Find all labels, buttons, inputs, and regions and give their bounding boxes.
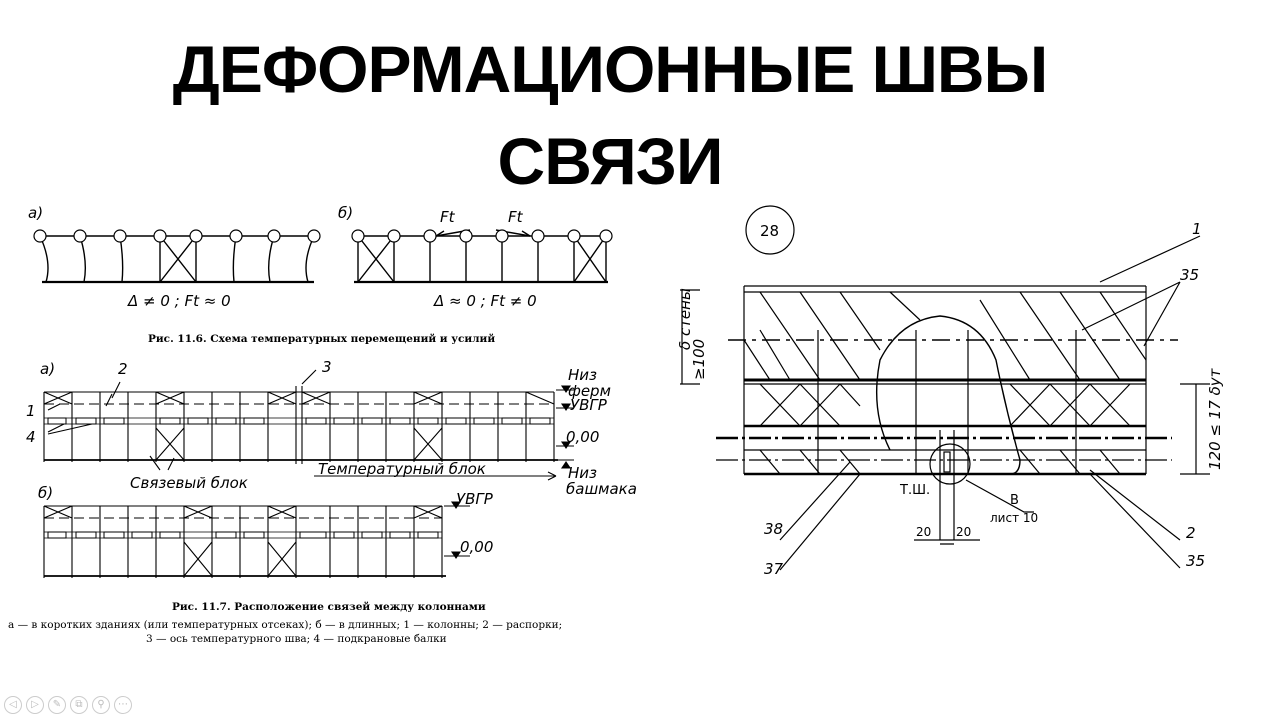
detail-ref-35-top: 35 <box>1180 266 1199 284</box>
fig116-force-left: Ft <box>440 208 456 226</box>
detail-wall-thickness: δ стены <box>676 288 694 350</box>
fig116-equation-a: Δ ≠ 0 ; Ft ≈ 0 <box>127 292 231 310</box>
slideshow-controls: ◁ ▷ ✎ ⧉ ⚲ ⋯ <box>4 696 132 714</box>
detail-sheet: лист 10 <box>990 511 1038 525</box>
fig117-temp-block: Температурный блок <box>318 460 486 478</box>
detail-ref-35-bottom: 35 <box>1186 552 1205 570</box>
detail-circle-number: 28 <box>760 222 779 240</box>
next-slide-icon[interactable]: ▷ <box>26 696 44 714</box>
slides-overview-icon[interactable]: ⧉ <box>70 696 88 714</box>
fig117-ref-3: 3 <box>322 358 332 376</box>
detail-min-100: ≥100 <box>690 339 708 380</box>
fig117-niz-bash-1: Низ <box>568 464 597 482</box>
fig117-zero: 0,00 <box>566 428 599 446</box>
more-options-icon[interactable]: ⋯ <box>114 696 132 714</box>
detail-dim-right: 120 ≤ 17 δут <box>1206 367 1224 470</box>
fig117-zero-b: 0,00 <box>460 538 493 556</box>
fig116-caption: Рис. 11.6. Схема температурных перемещен… <box>148 333 495 345</box>
fig117-niz-bash-2: башмака <box>566 480 637 498</box>
detail-ref-37: 37 <box>764 560 784 578</box>
fig116-force-right: Ft <box>508 208 524 226</box>
fig117-b-frame <box>43 501 470 578</box>
fig117-legend-1: а — в коротких зданиях (или температурны… <box>8 619 562 631</box>
detail-ref-38: 38 <box>764 520 783 538</box>
slide-title-line-2: СВЯЗИ <box>497 124 724 198</box>
fig116-label-b: б) <box>338 204 353 222</box>
fig116-label-a: а) <box>28 204 43 222</box>
detail-view-b: В <box>1010 493 1019 508</box>
fig117-a-frame <box>43 369 574 481</box>
zoom-icon[interactable]: ⚲ <box>92 696 110 714</box>
fig117-label-b: б) <box>38 484 53 502</box>
fig117-ref-1: 1 <box>26 402 36 420</box>
fig117-ref-2: 2 <box>118 360 128 378</box>
fig117-ref-4: 4 <box>26 428 36 446</box>
detail-ref-2: 2 <box>1186 524 1196 542</box>
detail-dim-20-right: 20 <box>956 525 971 539</box>
slide-title-line-1: ДЕФОРМАЦИОННЫЕ ШВЫ <box>172 32 1048 106</box>
pen-icon[interactable]: ✎ <box>48 696 66 714</box>
fig117-svyaz-block: Связевый блок <box>130 474 248 492</box>
fig116-a-frame <box>39 235 315 284</box>
fig117-niz-ferm-2: ферм <box>568 382 611 400</box>
fig116-equation-b: Δ ≈ 0 ; Ft ≠ 0 <box>433 292 537 310</box>
detail-tsh: Т.Ш. <box>899 483 930 498</box>
fig117-niz-ferm-1: Низ <box>568 366 597 384</box>
detail-ref-1: 1 <box>1192 220 1202 238</box>
fig117-legend-2: 3 — ось температурного шва; 4 — подкрано… <box>146 633 447 645</box>
fig117-uvgr: УВГР <box>570 396 608 414</box>
fig117-uvgr-b: УВГР <box>456 490 494 508</box>
fig117-caption: Рис. 11.7. Расположение связей между кол… <box>172 601 486 613</box>
fig117-label-a: а) <box>40 360 55 378</box>
previous-slide-icon[interactable]: ◁ <box>4 696 22 714</box>
detail-dim-20-left: 20 <box>916 525 931 539</box>
detail-drawing <box>680 205 1210 571</box>
